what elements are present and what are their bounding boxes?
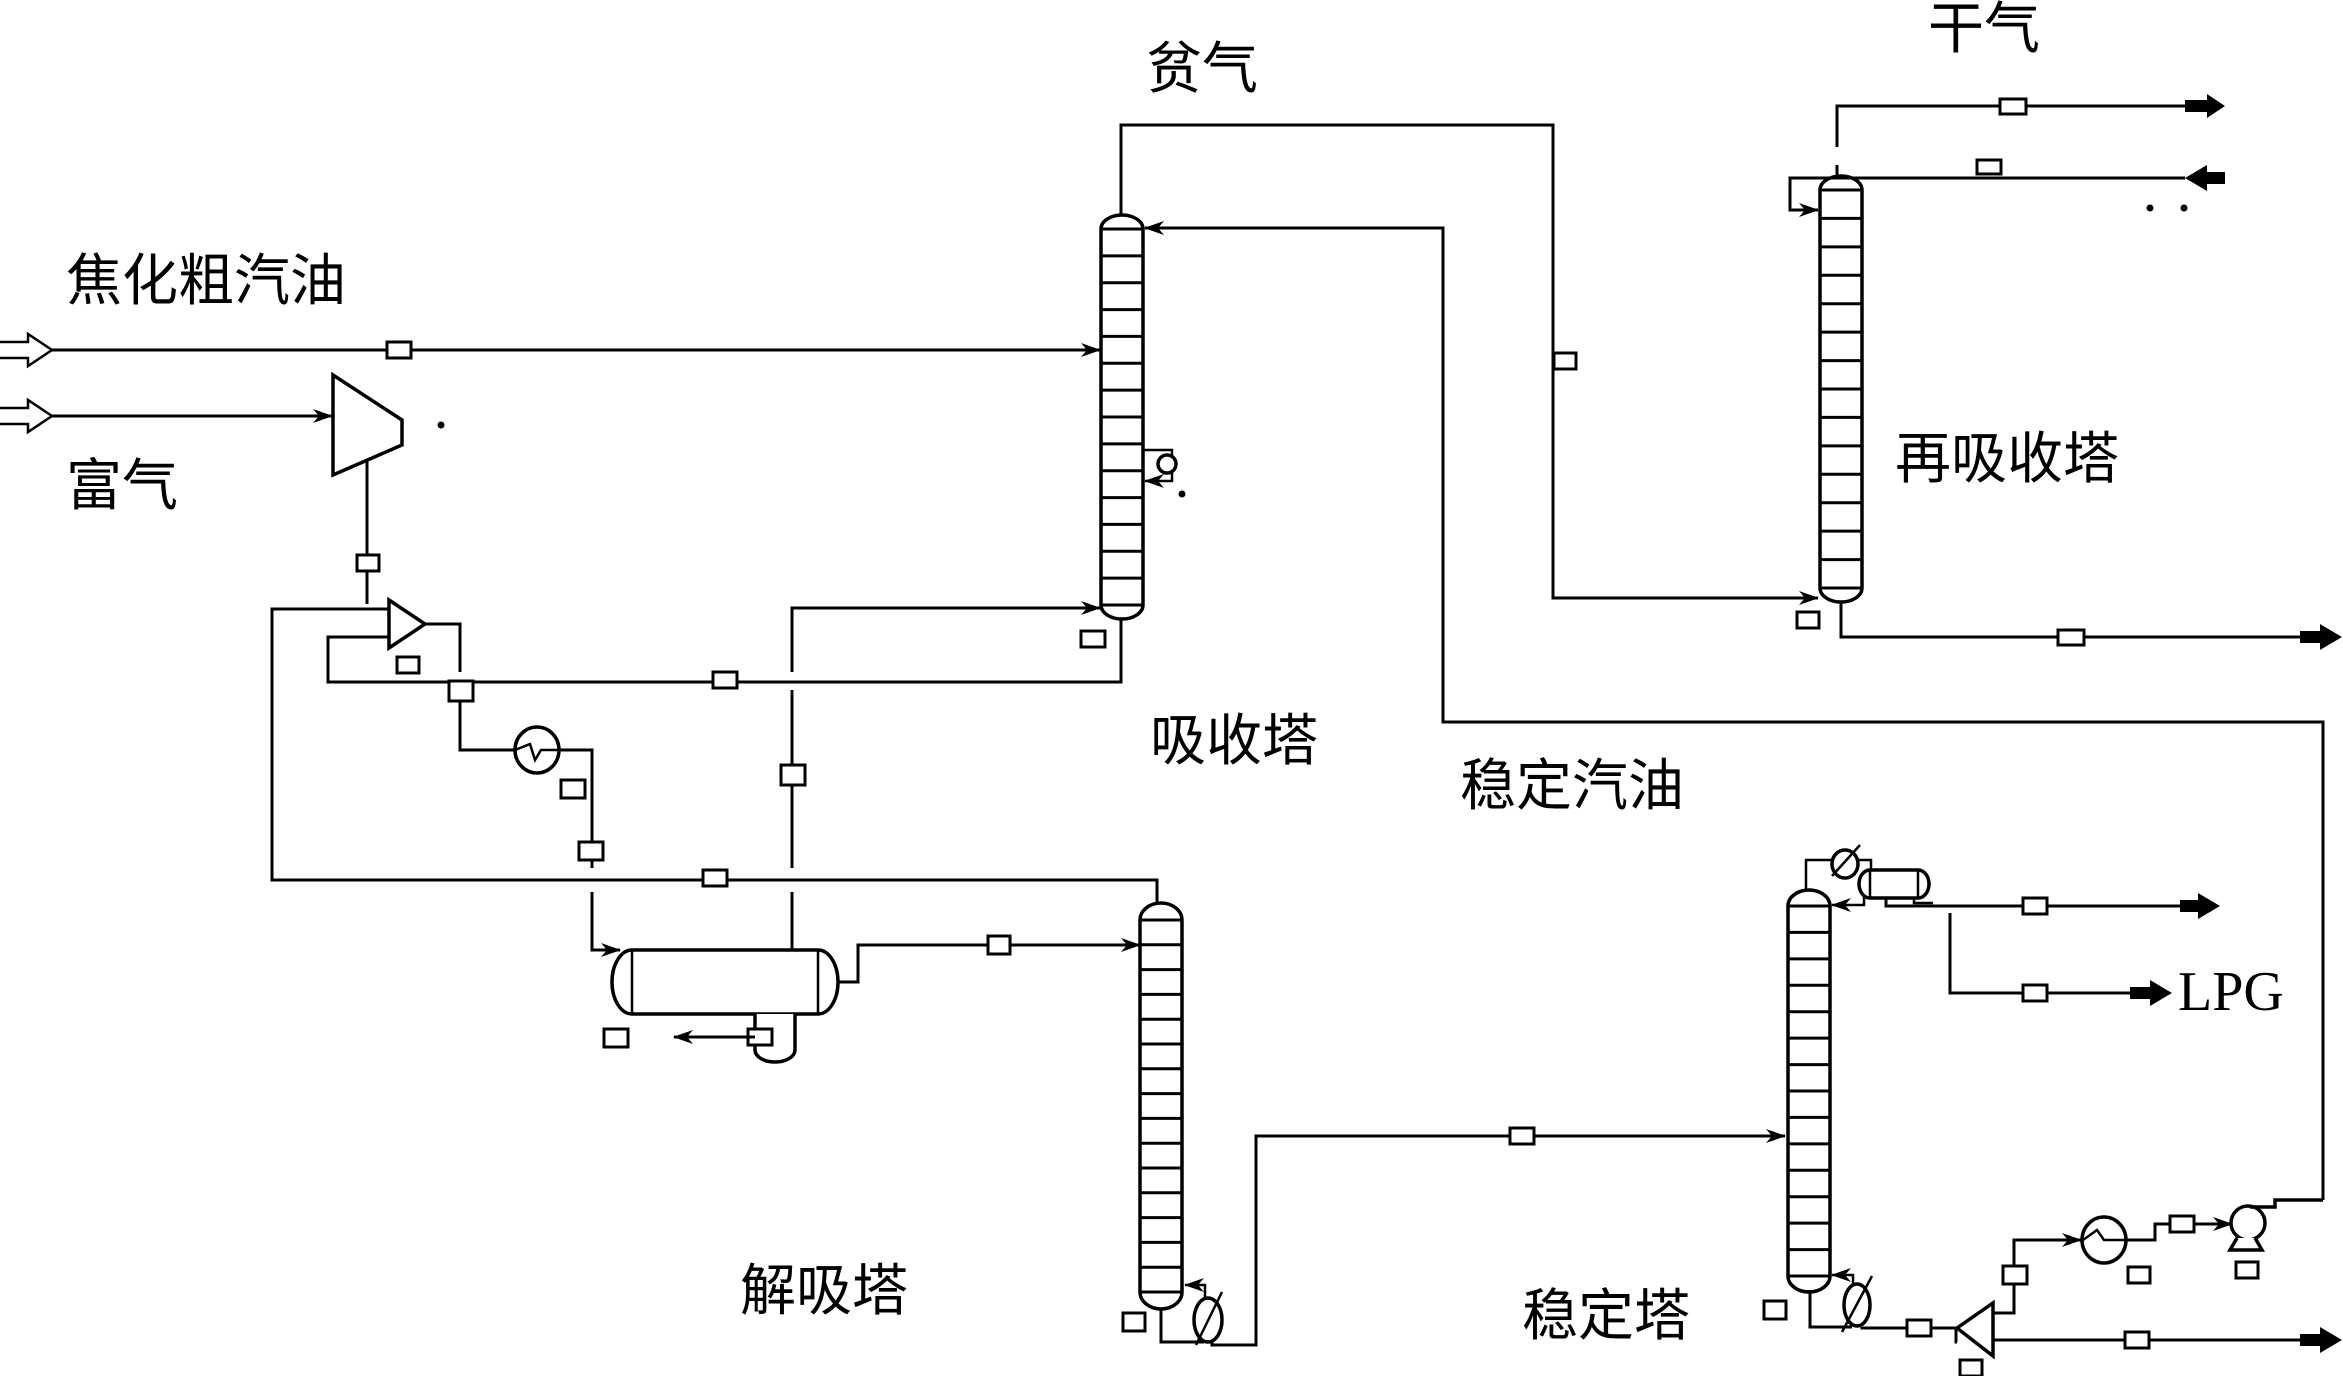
pump-icon	[2229, 1204, 2267, 1242]
stream-tag	[447, 679, 475, 703]
stream-stabilized-gasoline	[1860, 1326, 1908, 1330]
product-arrow-lpg	[2130, 980, 2172, 1006]
product-arrow-gas	[2180, 893, 2220, 919]
stream-tag	[2168, 1214, 2196, 1234]
stream-tag	[355, 553, 381, 573]
pump-base	[2226, 1237, 2266, 1252]
cooler-coil	[514, 742, 559, 764]
stabilizer-column	[1786, 888, 1832, 1294]
stream-tag	[2056, 628, 2086, 647]
desorber-column	[1138, 901, 1184, 1311]
stream-lean-gas	[1119, 123, 1819, 605]
stream-tag	[577, 840, 605, 862]
label-absorber: 吸收塔	[1150, 709, 1318, 774]
stream-vapor-to-absorber	[790, 601, 1101, 672]
intercooler-icon	[1156, 453, 1178, 475]
stream-recycle	[1993, 1285, 2016, 1315]
stream-tag	[559, 778, 587, 800]
splitter-icon	[1954, 1299, 1995, 1360]
stream-tag	[2021, 983, 2049, 1003]
label-stabilizer: 稳定塔	[1522, 1284, 1690, 1349]
dot-marker	[2146, 204, 2154, 212]
reabsorber-column	[1818, 174, 1864, 604]
stream-tag	[1958, 1358, 1984, 1376]
stream-tag	[1975, 158, 2003, 176]
stream-tag	[711, 670, 739, 690]
feed-arrow-lean-oil	[2185, 165, 2225, 191]
stream-to-cooler2	[2012, 1233, 2082, 1266]
stream-cooler2-out	[2126, 1222, 2170, 1242]
stream-tag	[2021, 896, 2049, 916]
stream-stabilized-gasoline-recycle	[1144, 221, 2325, 1200]
stream-tag	[1079, 629, 1107, 649]
dot-marker	[1178, 490, 1186, 498]
stream-lpg	[1948, 913, 2140, 995]
condenser-icon	[1830, 848, 1860, 880]
separator-drum	[610, 948, 840, 1016]
stream-mixer-out	[425, 622, 462, 672]
product-arrow-dry-gas	[2185, 94, 2225, 118]
stream-tag	[701, 868, 729, 888]
stream-to-stabilizer	[1210, 1129, 1786, 1347]
product-arrow-rich-oil	[2300, 624, 2342, 650]
intercooler-return	[1144, 471, 1174, 488]
stream-segment	[1931, 1326, 1958, 1344]
stream-dry-gas	[1835, 104, 2185, 147]
stream-tag	[1508, 1126, 1536, 1146]
stream-tag	[395, 655, 421, 675]
stream-lean-oil	[1788, 176, 2185, 217]
reboiler-return	[1184, 1278, 1207, 1298]
label-dry-gas: 干气	[1928, 0, 2040, 62]
label-lean-gas: 贫气	[1146, 37, 1258, 102]
stream-stabilizer-gas	[1884, 898, 2180, 908]
stream-to-separator	[590, 892, 621, 957]
dot-marker	[2180, 204, 2188, 212]
label-lpg: LPG	[2178, 961, 2284, 1023]
label-rich-gas: 富气	[66, 454, 178, 519]
stream-drum-vent	[1912, 898, 1933, 905]
stream-desorber-overhead	[270, 607, 1159, 902]
dot-marker	[437, 421, 445, 429]
stream-absorber-bottoms	[326, 620, 1123, 684]
product-arrow-gasoline	[2300, 1327, 2342, 1353]
feed-arrow-rich-gas	[0, 397, 55, 435]
stream-tag	[986, 934, 1012, 956]
stream-tag	[1121, 1311, 1147, 1333]
stream-tag	[2001, 1264, 2029, 1286]
label-reabsorber: 再吸收塔	[1895, 427, 2119, 492]
label-desorber: 解吸塔	[740, 1259, 908, 1324]
feed-arrow-coker-naphtha	[0, 331, 55, 369]
reboiler-diagonal	[1840, 1275, 1874, 1333]
stream-to-cooler	[458, 701, 515, 752]
stream-tag	[1905, 1318, 1933, 1338]
separator-boot	[753, 1014, 797, 1064]
stream-tag	[1552, 351, 1578, 371]
stream-tag	[385, 340, 413, 360]
compressor-icon	[331, 371, 404, 478]
reboiler-diagonal	[1194, 1291, 1224, 1346]
stream-cooler-out	[559, 748, 594, 842]
stream-tag	[1795, 610, 1821, 630]
stream-stabilizer-overhead	[1804, 858, 1832, 890]
condenser-diagonal	[1831, 844, 1861, 877]
label-coker-naphtha: 焦化粗汽油	[66, 249, 346, 314]
stream-tag	[2123, 1330, 2151, 1350]
stream-rich-oil	[1839, 602, 2300, 639]
mixer-icon	[387, 596, 429, 652]
reboiler-return	[1831, 1268, 1855, 1284]
label-stabilized-gasoline: 稳定汽油	[1460, 754, 1684, 819]
stream-tag	[1998, 97, 2028, 116]
stream-tag	[602, 1027, 630, 1049]
stream-tag	[1762, 1299, 1788, 1321]
stream-desorber-bottoms	[1159, 1309, 1204, 1344]
stream-tag	[2234, 1260, 2260, 1280]
pump-discharge	[2250, 1198, 2323, 1209]
stream-tag	[2126, 1265, 2152, 1285]
absorber-column	[1099, 213, 1145, 621]
stream-stabilizer-bottoms	[1808, 1290, 1852, 1329]
stream-tag	[779, 763, 807, 787]
stream-reflux	[1831, 896, 1866, 912]
cooler-coil	[2082, 1228, 2126, 1242]
